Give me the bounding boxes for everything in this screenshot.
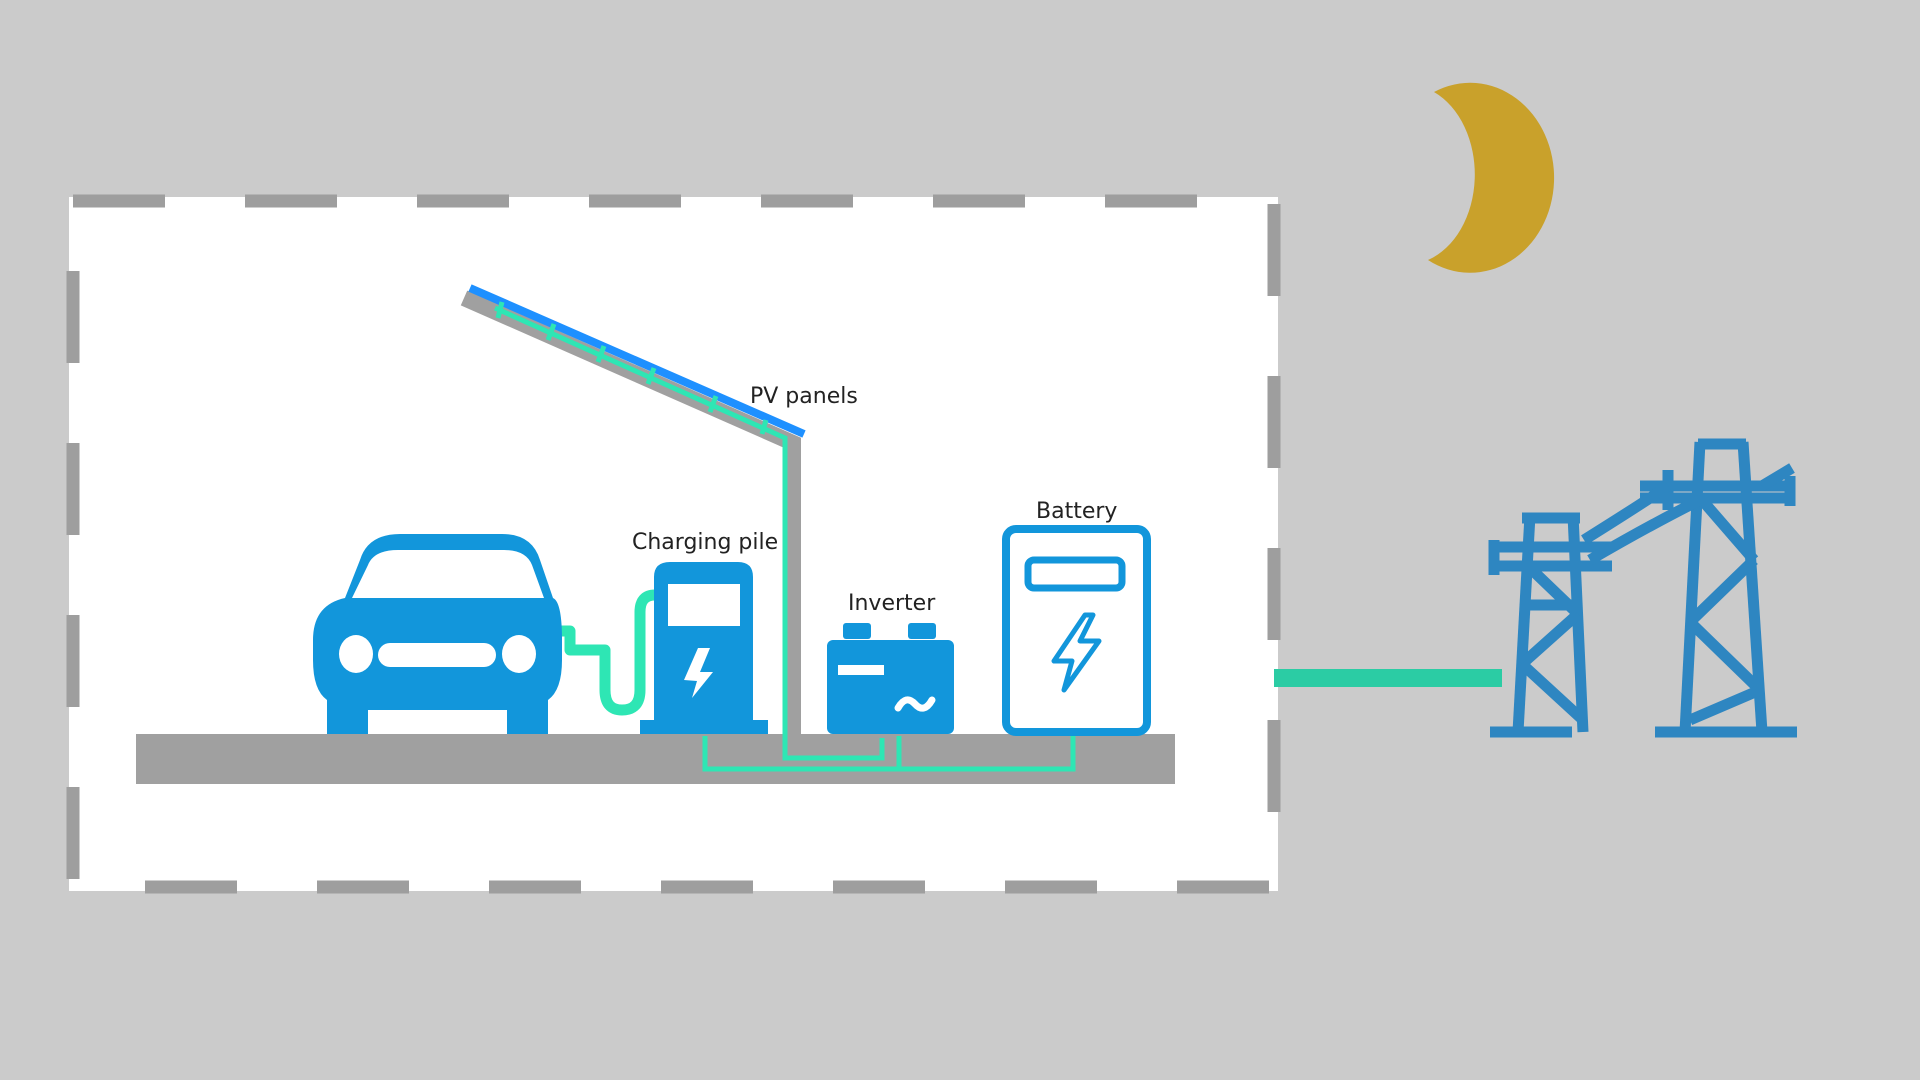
label-pv-panels: PV panels <box>750 384 858 409</box>
transmission-tower-icon <box>1488 438 1797 738</box>
label-battery: Battery <box>1036 499 1117 524</box>
moon-icon <box>1428 82 1555 273</box>
car-icon <box>313 534 562 734</box>
label-charging-pile: Charging pile <box>632 530 778 555</box>
ground-slab <box>136 734 1175 784</box>
label-inverter: Inverter <box>848 591 936 616</box>
charging-cable <box>556 589 662 716</box>
lightning-bolt-icon <box>684 648 713 698</box>
solar-panel-icon <box>468 284 806 438</box>
charging-pile-icon <box>640 562 768 734</box>
dashed-border <box>66 194 1281 894</box>
wiring <box>493 301 1076 772</box>
battery-lightning-icon <box>1051 612 1102 693</box>
battery-icon <box>1002 525 1151 736</box>
inverter-icon <box>827 623 954 734</box>
